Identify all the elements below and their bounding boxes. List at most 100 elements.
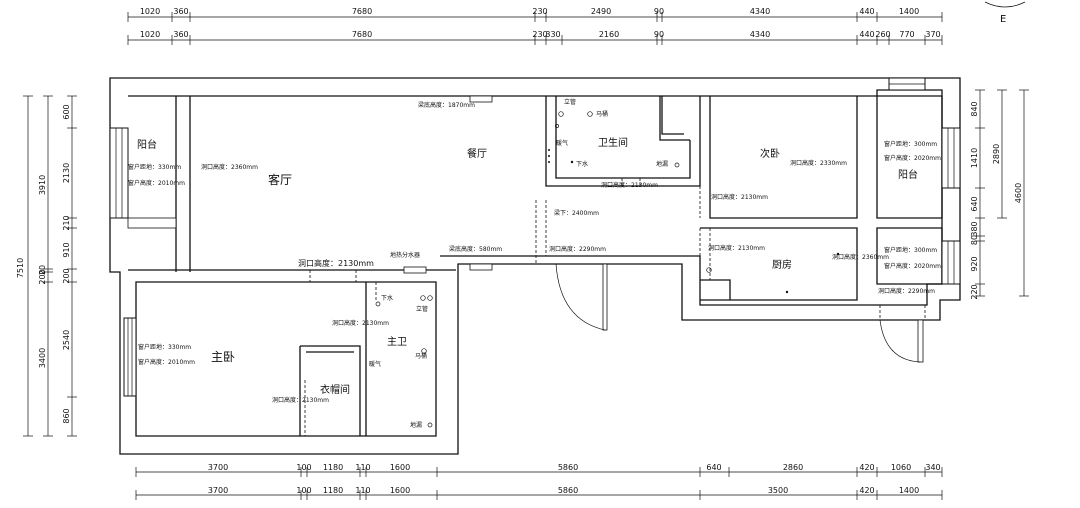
dim-text: 2860	[783, 463, 803, 472]
walls	[109, 77, 961, 455]
dim-text: 600	[62, 104, 71, 119]
dim-text: 420	[859, 463, 874, 472]
windows	[109, 77, 961, 397]
note: 洞口高度：2130mm	[332, 319, 389, 327]
dim-text: 100	[296, 486, 311, 495]
balcony-door-icon	[879, 319, 924, 363]
note: 洞口高度：2130mm	[272, 396, 329, 404]
note: 洞口高度：2360mm	[201, 163, 258, 171]
dim-text: 7510	[16, 258, 25, 278]
dim-text: 80	[970, 235, 979, 245]
note: 梁底高度：1870mm	[418, 101, 475, 109]
dim-text: 220	[970, 284, 979, 299]
dim-text: 230	[532, 7, 547, 16]
dim-text: 440	[859, 30, 874, 39]
top-dimension-row-1: 1020 360 7680 230 2490 90 4340 440 1400	[127, 7, 943, 22]
dim-text: 1600	[390, 486, 410, 495]
dim-text: 110	[355, 463, 370, 472]
dim-text: 4600	[1014, 183, 1023, 203]
dim-text: 2540	[62, 330, 71, 350]
dim-text: 640	[706, 463, 721, 472]
dim-text: 5860	[558, 486, 578, 495]
note: 梁下：2400mm	[554, 209, 599, 217]
dim-text: 90	[654, 30, 664, 39]
dim-text: 3700	[208, 486, 228, 495]
note: 窗户高度：2020mm	[884, 154, 941, 162]
dim-text: 200	[38, 269, 47, 284]
dim-text: 840	[970, 101, 979, 116]
dim-text: 260	[875, 30, 890, 39]
dim-text: 340	[925, 463, 940, 472]
right-dimensions: 840 1410 640 380 80 920 220 2890 4600	[970, 89, 1029, 300]
note: 暖气	[556, 139, 568, 147]
dim-text: 2890	[992, 144, 1001, 164]
room-label-dining: 餐厅	[467, 147, 487, 160]
dim-text: 7680	[352, 30, 372, 39]
room-label-bathroom: 卫生间	[598, 136, 628, 149]
room-label-kitchen: 厨房	[772, 258, 792, 271]
note: 窗户距地：300mm	[884, 246, 937, 254]
entry-door-icon	[555, 263, 608, 331]
bottom-dimension-row-1: 3700 100 1180 110 1600 5860 640 2860 420…	[135, 463, 943, 477]
dim-text: 920	[970, 256, 979, 271]
note: 暖气	[369, 360, 381, 368]
door-openings	[175, 96, 926, 436]
dim-text: 3910	[38, 175, 47, 195]
dim-text: 1600	[390, 463, 410, 472]
note: 地漏	[410, 421, 422, 429]
dim-text: 420	[859, 486, 874, 495]
dim-text: 20	[38, 265, 47, 275]
fixtures	[375, 111, 840, 428]
room-label-bedroom2: 次卧	[760, 147, 780, 160]
dim-text: 370	[925, 30, 940, 39]
dim-text: 3500	[768, 486, 788, 495]
dim-text: 1180	[323, 486, 343, 495]
note: 窗户高度：2010mm	[128, 179, 185, 187]
note: 下水	[576, 160, 588, 168]
dim-text: 200	[62, 268, 71, 283]
note: 窗户距地：330mm	[128, 163, 181, 171]
room-label-balcony-west: 阳台	[137, 138, 157, 151]
dim-text: 770	[899, 30, 914, 39]
dim-text: 90	[654, 7, 664, 16]
note: 洞口高度：2290mm	[878, 287, 935, 295]
dim-text: 3700	[208, 463, 228, 472]
dim-text: 2490	[591, 7, 611, 16]
room-label-master: 主卧	[211, 350, 235, 364]
note: 马桶	[415, 352, 427, 360]
dim-text: 2160	[599, 30, 619, 39]
note: 马桶	[596, 110, 608, 118]
note: 洞口高度：2130mm	[298, 258, 374, 268]
dim-text: 330	[545, 30, 560, 39]
dim-text: 4340	[750, 30, 770, 39]
dim-text: 380	[970, 221, 979, 236]
note: 地热分水器	[390, 251, 420, 259]
note: 洞口高度：2130mm	[601, 181, 658, 189]
note: 窗户高度：2020mm	[884, 262, 941, 270]
dim-text: 7680	[352, 7, 372, 16]
note: 窗户距地：300mm	[884, 140, 937, 148]
dim-text: 440	[859, 7, 874, 16]
dim-text: 100	[296, 463, 311, 472]
note: 下水	[381, 294, 393, 302]
note: 洞口高度：2330mm	[790, 159, 847, 167]
dim-text: 1410	[970, 148, 979, 168]
dim-text: 1400	[899, 486, 919, 495]
note: 洞口高度：2130mm	[708, 244, 765, 252]
dim-text: 1180	[323, 463, 343, 472]
dim-text: 1400	[899, 7, 919, 16]
room-label-living: 客厅	[268, 172, 292, 187]
note: 地漏	[656, 160, 668, 168]
note: 立管	[416, 305, 428, 313]
dim-text: 640	[970, 196, 979, 211]
left-dimensions: 7510 3910 20 200 3400 600 2130 210 910 2…	[16, 95, 77, 437]
dim-text: 230	[532, 30, 547, 39]
dim-text: 110	[355, 486, 370, 495]
note: 立管	[564, 98, 576, 106]
dim-text: 210	[62, 215, 71, 230]
note: 洞口高度：2130mm	[711, 193, 768, 201]
dim-text: 360	[173, 7, 188, 16]
dim-text: 3400	[38, 348, 47, 368]
compass-letter: E	[1000, 14, 1006, 25]
dim-text: 910	[62, 242, 71, 257]
